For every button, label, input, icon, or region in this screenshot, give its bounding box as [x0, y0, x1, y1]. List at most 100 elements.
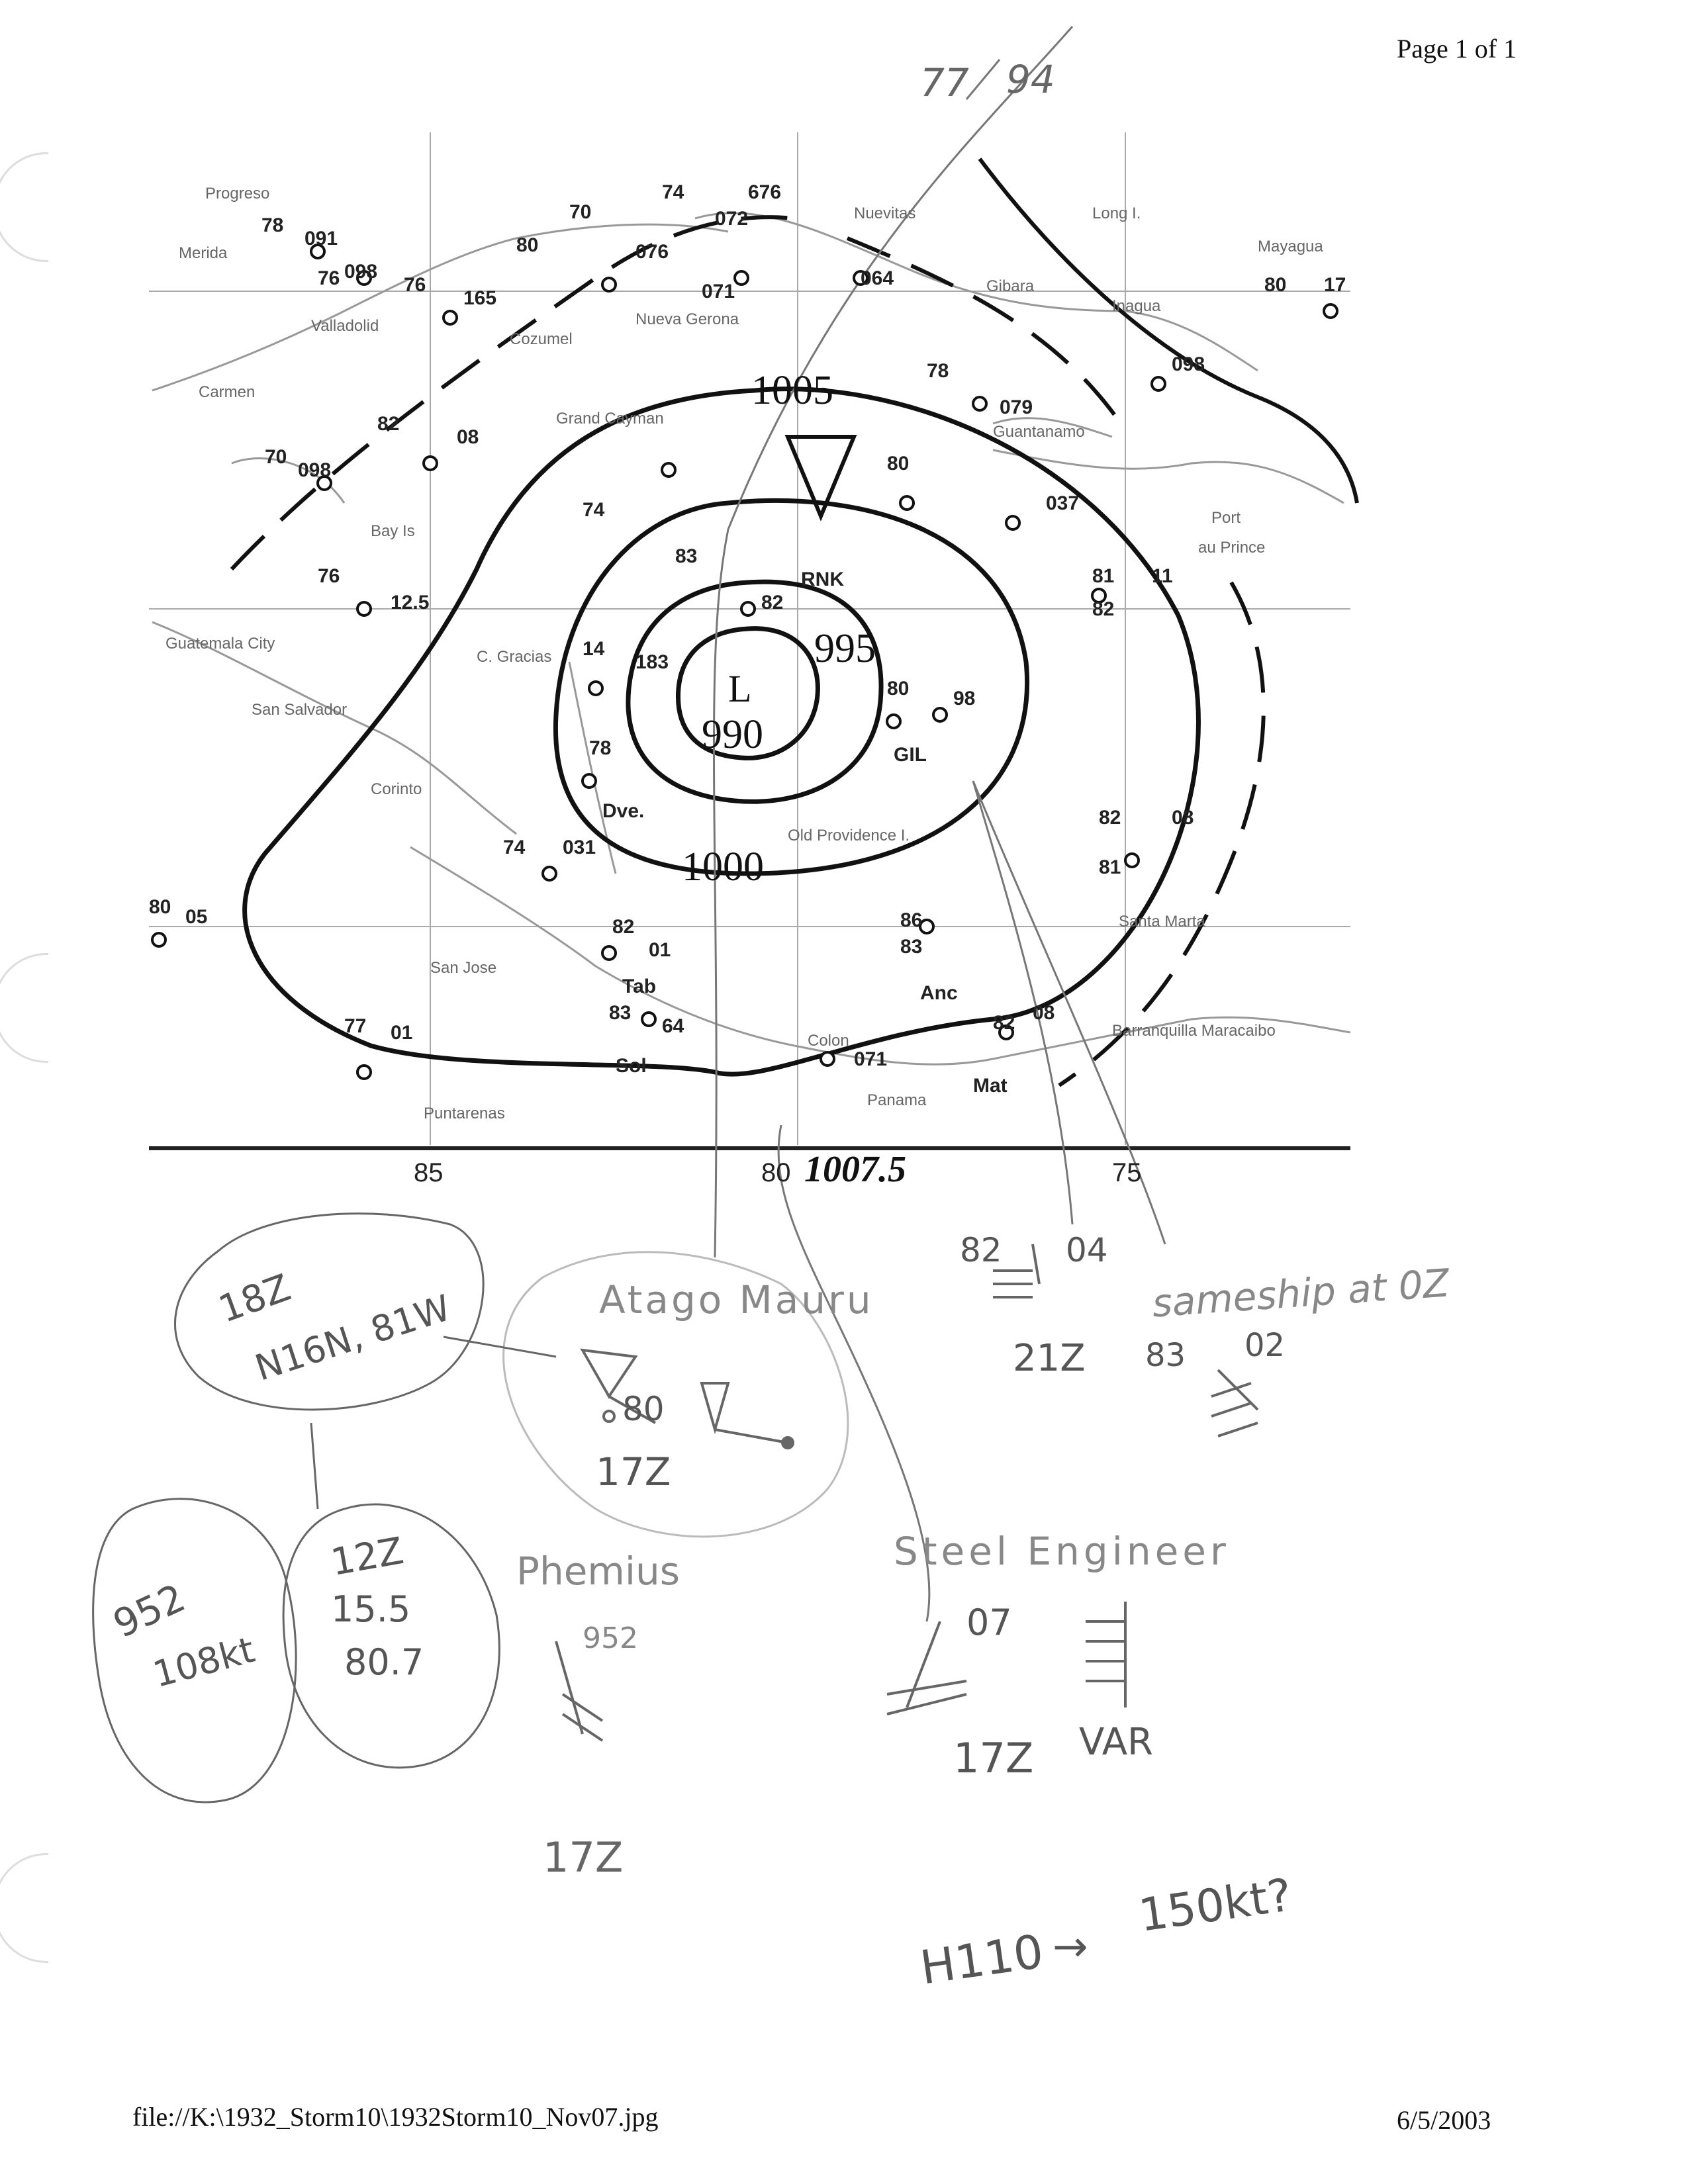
ship-steel-engineer: Steel Engineer: [894, 1529, 1230, 1574]
stn-val: 80: [1264, 274, 1286, 296]
stn-val: 80: [149, 896, 171, 918]
steel-obs-07: 07: [966, 1602, 1012, 1643]
stn-val: 70: [265, 446, 287, 468]
stn-val: 165: [463, 287, 496, 309]
coastlines: [152, 212, 1351, 1066]
place-guantanamo: Guantanamo: [993, 423, 1085, 441]
note-12z-lat: 15.5: [331, 1588, 411, 1630]
frontal-lines: [230, 215, 1266, 1087]
station-dve: Dve.: [602, 800, 644, 822]
stn-val: 079: [1000, 396, 1033, 418]
longitude-85: 85: [414, 1158, 444, 1187]
isobar-label-990: 990: [702, 712, 763, 757]
stn-val: 064: [861, 267, 894, 289]
stn-val: 81: [1092, 565, 1114, 587]
stn-val: 183: [635, 651, 669, 673]
note-bubbles: [92, 1212, 849, 1803]
place-inagua: Inagua: [1112, 297, 1161, 315]
obs2-value-04: 04: [1066, 1231, 1108, 1269]
isobars: [242, 387, 1201, 1077]
station-gil: GIL: [894, 744, 927, 766]
stn-val: 80: [887, 453, 909, 475]
stn-val: 98: [953, 688, 975, 709]
isobar-990: [675, 626, 820, 760]
stn-val: 78: [261, 214, 283, 236]
place-san-jose: San Jose: [430, 959, 496, 977]
ship-phemius: Phemius: [516, 1549, 680, 1594]
top-note-77: 77: [920, 60, 969, 105]
isobar-label-1007-5: 1007.5: [804, 1149, 906, 1190]
place-c-gracias: C. Gracias: [477, 648, 551, 666]
phemius-time: 17Z: [543, 1833, 624, 1882]
place-gibara: Gibara: [986, 277, 1035, 295]
place-colon: Colon: [808, 1032, 849, 1050]
stn-val: 80: [516, 234, 538, 256]
stn-val: 08: [1172, 807, 1194, 829]
place-long-i: Long I.: [1092, 205, 1141, 222]
isobar-label-1005: 1005: [751, 368, 833, 413]
stn-val: 82: [1092, 598, 1114, 620]
station-ids: RNK GIL Dve. Tab Sol Anc Mat: [602, 569, 1008, 1097]
same-ship-83: 83: [1145, 1337, 1186, 1374]
station-values: 78 091 76 098 76 165 70 74 676 80 072 07…: [149, 181, 1346, 1070]
station-sol: Sol: [616, 1055, 647, 1077]
longitude-80: 80: [761, 1158, 791, 1187]
isobar-label-995: 995: [814, 626, 876, 671]
stn-val: 82: [993, 1012, 1015, 1034]
stn-val: 031: [563, 837, 596, 858]
stn-val: 86: [900, 909, 922, 931]
pencil-wind-barbs: [555, 1244, 1259, 1742]
stn-val: 08: [1033, 1002, 1055, 1024]
isobar-1000: [553, 498, 1029, 876]
stn-val: 12.5: [391, 592, 429, 614]
place-old-providence: Old Providence I.: [788, 827, 910, 844]
stn-val: 071: [854, 1048, 887, 1070]
stn-val: 037: [1046, 492, 1079, 514]
stn-val: 76: [318, 565, 340, 587]
bubble-18z: [174, 1212, 485, 1411]
print-date: 6/5/2003: [1397, 2105, 1491, 2135]
stn-val: 83: [675, 545, 697, 567]
place-au-prince: au Prince: [1198, 539, 1265, 557]
top-note-94: 94: [1006, 57, 1055, 102]
obs2-time: 21Z: [1013, 1337, 1086, 1380]
low-center-symbol: L: [728, 667, 751, 710]
stn-val: 74: [662, 181, 684, 203]
stn-val: 82: [1099, 807, 1121, 829]
stn-val: 11: [1152, 565, 1173, 587]
isobar-label-1000: 1000: [682, 844, 764, 889]
stn-val: 80: [887, 678, 909, 700]
stn-val: 14: [583, 638, 605, 660]
place-san-salvador: San Salvador: [252, 701, 347, 719]
stn-val: 098: [298, 459, 331, 481]
ship-tracks: [712, 26, 1166, 1622]
stn-val: 01: [391, 1022, 412, 1044]
phemius-pressure: 952: [583, 1621, 638, 1655]
place-grand-cayman: Grand Cayman: [556, 410, 664, 428]
place-merida: Merida: [179, 244, 228, 262]
bottom-arrow: →: [1053, 1923, 1088, 1972]
place-valladolid: Valladolid: [311, 317, 379, 335]
stn-val: 17: [1324, 274, 1346, 296]
bubble-12z: [282, 1503, 500, 1769]
stn-val: 071: [702, 281, 735, 302]
longitude-75: 75: [1112, 1158, 1142, 1187]
stn-val: 82: [377, 413, 399, 435]
stn-val: 05: [185, 906, 207, 928]
stn-val: 78: [927, 360, 949, 382]
station-tab: Tab: [622, 976, 656, 997]
station-circles: [151, 244, 1338, 1080]
note-12z-lon: 80.7: [344, 1641, 424, 1683]
stn-val: 098: [1172, 353, 1205, 375]
map-frame: [149, 132, 1350, 1150]
place-names: Nuevitas Long I. Mayagua Merida Valladol…: [165, 185, 1323, 1122]
station-rnk: RNK: [801, 569, 844, 590]
place-corinto: Corinto: [371, 780, 422, 798]
bold-curve-east: [978, 158, 1359, 504]
place-mayagua: Mayagua: [1258, 238, 1323, 255]
stn-val: 83: [900, 936, 922, 958]
steel-obs-time: 17Z: [953, 1734, 1034, 1782]
place-panama: Panama: [867, 1091, 927, 1109]
bubble-952: [92, 1498, 297, 1803]
